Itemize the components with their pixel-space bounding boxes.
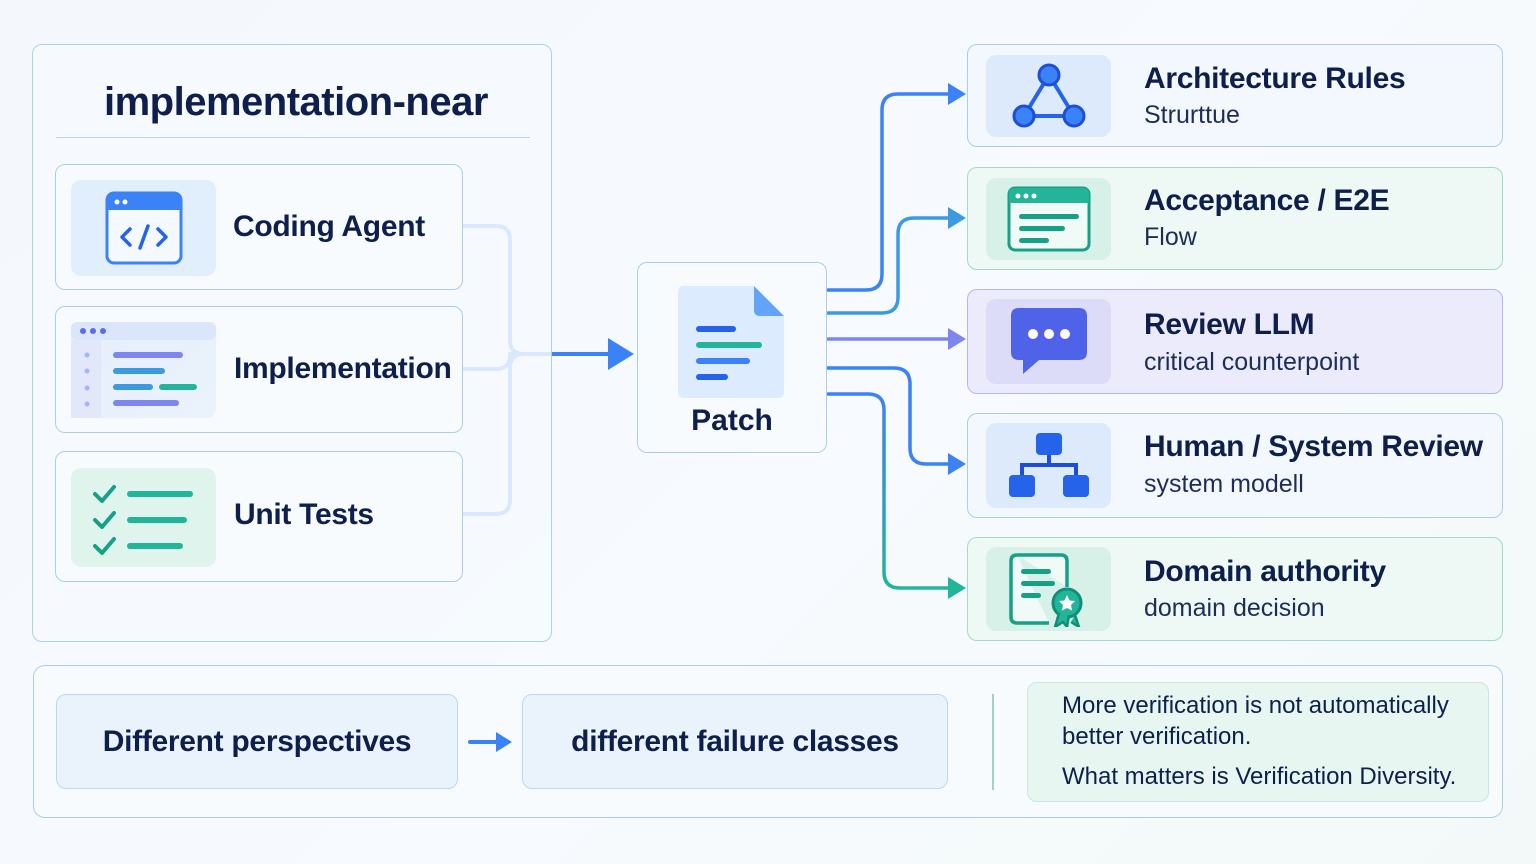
acceptance-e2e-title: Acceptance / E2E <box>1144 184 1390 217</box>
architecture-rules-tile <box>986 55 1111 137</box>
unit-tests-label: Unit Tests <box>234 498 374 531</box>
summary-divider <box>992 694 994 790</box>
text-document-icon <box>71 322 216 418</box>
arrowhead-to-patch <box>608 338 634 370</box>
human-system-review-title: Human / System Review <box>1144 430 1483 463</box>
patch-label: Patch <box>691 404 773 437</box>
connector-architecture <box>826 92 952 292</box>
domain-authority-subtitle: domain decision <box>1144 594 1325 622</box>
note-line-1: More verification is not automatically <box>1062 692 1449 719</box>
arrowhead-acceptance <box>948 207 966 229</box>
acceptance-e2e-tile <box>986 178 1111 260</box>
coding-agent-tile <box>71 180 216 276</box>
note-line-3: What matters is Verification Diversity. <box>1062 763 1457 790</box>
acceptance-e2e-subtitle: Flow <box>1144 223 1197 251</box>
hierarchy-icon <box>1008 432 1089 497</box>
unit-tests-tile <box>71 468 216 567</box>
domain-authority-tile <box>986 547 1111 631</box>
implementation-tile <box>71 322 216 418</box>
human-system-review-tile <box>986 423 1111 508</box>
implementation-label: Implementation <box>234 352 452 385</box>
graph-nodes-icon <box>1012 63 1085 128</box>
different-perspectives-pill: Different perspectives <box>56 694 458 789</box>
arrowhead-domain <box>948 577 966 599</box>
arrowhead-human-review <box>948 453 966 475</box>
document-icon <box>678 286 784 398</box>
group-title: implementation-near <box>104 80 488 124</box>
group-divider <box>56 137 530 138</box>
checklist-icon <box>92 484 193 555</box>
connector-human-review <box>826 366 952 466</box>
arrowhead-architecture <box>948 83 966 105</box>
review-llm-subtitle: critical counterpoint <box>1144 348 1360 376</box>
review-llm-title: Review LLM <box>1144 308 1315 341</box>
review-llm-tile <box>986 299 1111 384</box>
certificate-icon <box>1008 553 1082 627</box>
coding-agent-label: Coding Agent <box>233 210 425 243</box>
code-window-icon <box>105 191 182 265</box>
architecture-rules-title: Architecture Rules <box>1144 62 1406 95</box>
chat-bubble-icon <box>1010 307 1087 374</box>
arrowhead-review-llm <box>948 328 966 350</box>
connector-domain <box>826 392 952 590</box>
different-failure-classes-pill: different failure classes <box>522 694 948 789</box>
verification-note <box>1027 682 1489 802</box>
browser-window-icon <box>1007 186 1090 252</box>
domain-authority-title: Domain authority <box>1144 555 1386 588</box>
human-system-review-subtitle: system modell <box>1144 470 1304 498</box>
architecture-rules-subtitle: Strurttue <box>1144 101 1240 129</box>
connector-acceptance <box>826 216 952 315</box>
arrow-right-icon <box>468 732 512 752</box>
note-line-2: better verification. <box>1062 723 1252 750</box>
